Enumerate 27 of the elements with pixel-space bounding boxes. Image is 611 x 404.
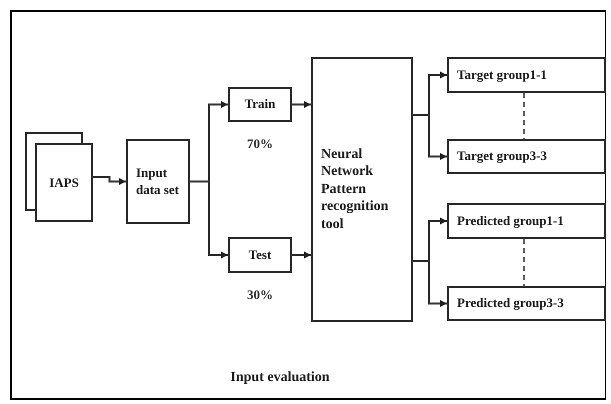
- process-box: [126, 139, 190, 224]
- document-stack: [25, 132, 93, 222]
- caption: Input evaluation: [229, 370, 331, 386]
- node-label: Input data set: [136, 165, 180, 198]
- arrow: [413, 260, 447, 307]
- percentage-label: 70%: [246, 136, 274, 152]
- node-label: IAPS: [49, 174, 79, 190]
- dashed-connector: [523, 239, 525, 286]
- arrow: [93, 176, 126, 185]
- node-label: Target group1-1: [457, 66, 547, 84]
- process-box: [447, 57, 606, 93]
- process-box: [311, 57, 413, 322]
- arrow: [292, 252, 311, 258]
- process-box: [447, 203, 606, 239]
- node-label: Target group3-3: [457, 148, 547, 165]
- node-label: Neural Network Pattern recognition tool: [321, 146, 390, 234]
- process-box: [447, 139, 606, 174]
- node-label: Predicted group3-3: [457, 295, 564, 312]
- arrow: [292, 101, 311, 108]
- node-label: Predicted group1-1: [457, 212, 564, 230]
- node-label: Train: [244, 96, 276, 113]
- node-label: Test: [248, 246, 272, 264]
- process-box: [228, 87, 292, 122]
- process-box: [228, 237, 292, 273]
- percentage-label: 30%: [246, 287, 274, 303]
- process-box: [447, 286, 606, 321]
- dashed-connector: [523, 93, 525, 139]
